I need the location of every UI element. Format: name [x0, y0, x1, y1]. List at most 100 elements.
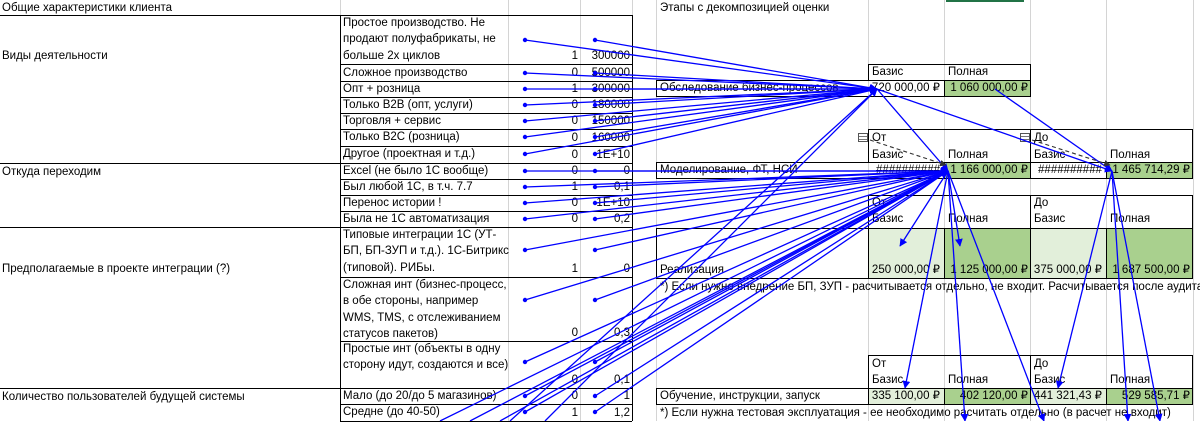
factor-coefficient[interactable]: 0: [623, 165, 630, 177]
precedent-dot: [592, 359, 598, 365]
left-table-top-border: [0, 15, 632, 16]
precedent-dot: [522, 359, 528, 365]
modeling-to: До: [1034, 132, 1049, 144]
precedent-arrow: [594, 86, 878, 155]
training-label: Обучение, инструкции, запуск: [660, 390, 820, 402]
row-border: [340, 97, 632, 98]
impl-to: До: [1034, 197, 1049, 209]
factor-label: Средне (до 40-50): [343, 406, 440, 418]
factor-coefficient[interactable]: 500000: [591, 67, 630, 79]
factor-label: Был любой 1С, в т.ч. 7.7: [343, 181, 473, 193]
factor-label: Excel (не было 1С вообще): [343, 165, 489, 177]
survey-header-basis: Базис: [872, 66, 904, 78]
precedent-dot: [522, 37, 528, 43]
factor-label: Только B2C (розница): [343, 131, 460, 143]
impl-to-h-basis: Базис: [1034, 213, 1066, 225]
factor-label: Только B2B (опт, услуги): [343, 99, 473, 111]
impl-note: *) Если нужно внедрение БП, ЗУП - расчит…: [660, 281, 1200, 293]
modeling-from-basis[interactable]: ##########: [876, 164, 940, 176]
right-section-title: Этапы с декомпозицией оценки: [660, 2, 830, 14]
factor-selected-value[interactable]: 1: [571, 181, 578, 193]
row-border: [340, 64, 632, 65]
factor-coefficient[interactable]: 300000: [591, 50, 630, 62]
factor-coefficient[interactable]: 180000: [591, 99, 630, 111]
factor-selected-value[interactable]: 1: [571, 263, 578, 275]
precedent-dot: [522, 247, 528, 253]
gridline-vertical: [1193, 0, 1194, 421]
training-note: *) Если нужна тестовая эксплуатация - ее…: [660, 407, 1171, 419]
factor-selected-value[interactable]: 0: [571, 149, 578, 161]
precedent-dot: [522, 297, 528, 303]
factor-selected-value[interactable]: 0: [571, 197, 578, 209]
training-from: От: [872, 358, 887, 370]
factor-coefficient[interactable]: 0,1: [614, 374, 630, 386]
factor-selected-value[interactable]: 1: [571, 407, 578, 419]
impl-from-h-full: Полная: [948, 213, 989, 225]
factor-selected-value[interactable]: 0: [571, 165, 578, 177]
factor-selected-value[interactable]: 0: [571, 374, 578, 386]
modeling-from-full[interactable]: 1 166 000,00 ₽: [950, 164, 1028, 176]
factor-selected-value[interactable]: 0: [571, 327, 578, 339]
factor-selected-value[interactable]: 1: [571, 83, 578, 95]
survey-header-full: Полная: [948, 66, 989, 78]
left-section-title: Общие характеристики клиента: [2, 2, 172, 14]
factor-coefficient[interactable]: 1E+10: [596, 197, 630, 209]
impl-to-basis[interactable]: 375 000,00 ₽: [1033, 264, 1102, 276]
training-to-h-full: Полная: [1110, 374, 1151, 386]
factor-selected-value[interactable]: 0: [571, 213, 578, 225]
factor-selected-value[interactable]: 0: [571, 390, 578, 402]
precedent-dot: [592, 297, 598, 303]
impl-from-basis[interactable]: 250 000,00 ₽: [871, 264, 940, 276]
table-icon: [1020, 133, 1030, 142]
factor-coefficient[interactable]: 1E+10: [596, 149, 630, 161]
modeling-to-full[interactable]: 1 465 714,29 ₽: [1112, 164, 1190, 176]
precedent-dot: [592, 37, 598, 43]
row-border: [340, 146, 632, 147]
factor-label: Сложная инт (бизнес-процесс, в обе сторо…: [343, 279, 507, 340]
training-to-full[interactable]: 529 585,71 ₽: [1121, 390, 1190, 402]
factor-label: Опт + розница: [343, 83, 421, 95]
group-separator: [0, 163, 632, 164]
modeling-to-h-basis: Базис: [1034, 149, 1066, 161]
group-label-users: Количество пользователей будущей системы: [2, 391, 245, 403]
training-from-basis[interactable]: 335 100,00 ₽: [871, 390, 940, 402]
selected-cell-indicator: [946, 0, 1024, 2]
impl-to-full[interactable]: 1 687 500,00 ₽: [1112, 264, 1190, 276]
precedent-dot: [592, 247, 598, 253]
training-to-basis[interactable]: 441 321,43 ₽: [1033, 390, 1102, 402]
factor-coefficient[interactable]: 300000: [591, 83, 630, 95]
group-label-integrations: Предполагаемые в проекте интеграции (?): [2, 263, 231, 275]
factor-selected-value[interactable]: 0: [571, 99, 578, 111]
factor-label: Торговля + сервис: [343, 115, 441, 127]
factor-coefficient[interactable]: 1,2: [614, 407, 630, 419]
impl-from-h-basis: Базис: [872, 213, 904, 225]
factor-label: Простые инт (объекты в одну сторону идут…: [343, 343, 509, 372]
factor-coefficient[interactable]: 0,1: [614, 181, 630, 193]
impl-label: Реализация: [660, 264, 724, 276]
survey-full-value[interactable]: 1 060 000,00 ₽: [950, 82, 1028, 94]
impl-from-full[interactable]: 1 125 000,00 ₽: [950, 264, 1028, 276]
table-icon: [858, 133, 868, 142]
factor-selected-value[interactable]: 1: [571, 50, 578, 62]
factor-coefficient[interactable]: 1: [623, 390, 630, 402]
modeling-label: Моделирование, ФТ, НСИ: [660, 164, 798, 176]
factor-selected-value[interactable]: 0: [571, 115, 578, 127]
training-from-full[interactable]: 402 120,00 ₽: [959, 390, 1028, 402]
factor-coefficient[interactable]: 0,3: [614, 327, 630, 339]
left-table-divider-1: [340, 15, 341, 421]
factor-selected-value[interactable]: 0: [571, 67, 578, 79]
left-table-right-border: [632, 15, 633, 421]
factor-coefficient[interactable]: 160000: [591, 132, 630, 144]
factor-label: Простое производство. Не продают полуфаб…: [343, 17, 496, 62]
factor-selected-value[interactable]: 0: [571, 132, 578, 144]
modeling-from-h-basis: Базис: [872, 149, 904, 161]
factor-coefficient[interactable]: 0,2: [614, 213, 630, 225]
survey-basis-value[interactable]: 720 000,00 ₽: [871, 82, 940, 94]
factor-coefficient[interactable]: 150000: [591, 115, 630, 127]
row-border: [340, 81, 632, 82]
factor-label: Другое (проектная и т.д.): [343, 148, 476, 160]
modeling-to-basis[interactable]: ##########: [1038, 164, 1102, 176]
group-separator: [0, 388, 632, 389]
impl-to-h-full: Полная: [1110, 213, 1151, 225]
factor-coefficient[interactable]: 0: [623, 263, 630, 275]
